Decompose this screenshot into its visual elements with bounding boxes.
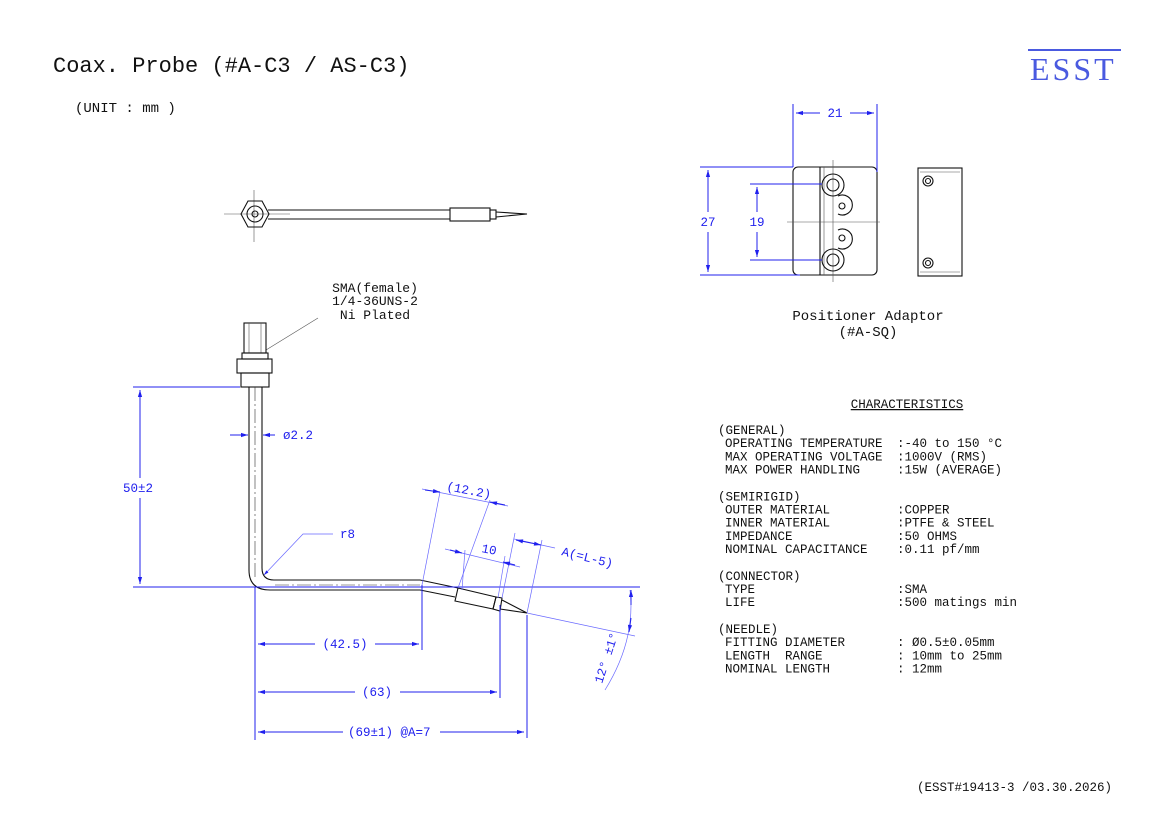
dim-needle: A(=L-5) — [560, 545, 614, 571]
section-heading: (SEMIRIGID) — [718, 490, 801, 504]
dim-fit: 10 — [480, 542, 497, 559]
positioner-adaptor-side — [917, 167, 963, 277]
spec-value: :SMA — [897, 583, 928, 597]
spec-value: :-40 to 150 °C — [897, 437, 1002, 451]
dim-adaptor-height: 27 — [700, 216, 715, 230]
spec-value: : 10mm to 25mm — [897, 649, 1002, 663]
spec-value: :500 matings min — [897, 596, 1017, 610]
callout-line-2: 1/4-36UNS-2 — [332, 294, 418, 309]
spec-label: NOMINAL LENGTH — [725, 663, 830, 677]
spec-label: LIFE — [725, 596, 755, 610]
spec-value: :15W (AVERAGE) — [897, 464, 1002, 478]
section-heading: (GENERAL) — [718, 424, 786, 438]
unit-label: (UNIT : mm ) — [75, 101, 176, 117]
probe-dimensions: 50±2 ø2.2 r8 (42.5) (63) (69±1) @A=7 (12… — [123, 386, 640, 740]
spec-label: MAX OPERATING VOLTAGE — [725, 450, 883, 464]
document-id: (ESST#19413-3 /03.30.2026) — [917, 781, 1112, 795]
positioner-adaptor-front — [787, 160, 880, 282]
callout-line-3: Ni Plated — [340, 308, 410, 323]
logo-text: ESST — [1030, 51, 1117, 87]
probe-top-view — [224, 190, 528, 242]
spec-label: IMPEDANCE — [725, 530, 793, 544]
dim-diameter: ø2.2 — [283, 429, 313, 443]
spec-label: FITTING DIAMETER — [725, 636, 846, 650]
characteristics-table: CHARACTERISTICS (GENERAL)OPERATING TEMPE… — [718, 398, 1017, 677]
spec-value: :COPPER — [897, 504, 950, 518]
connector-callout: SMA(female) 1/4-36UNS-2 Ni Plated — [265, 281, 418, 351]
adaptor-dimensions: 21 27 19 — [700, 104, 878, 276]
dim-hole-pitch: 19 — [749, 216, 764, 230]
spec-value: : Ø0.5±0.05mm — [897, 636, 995, 650]
spec-value: : 12mm — [897, 663, 942, 677]
adaptor-title: Positioner Adaptor — [792, 309, 943, 325]
spec-label: MAX POWER HANDLING — [725, 464, 860, 478]
dim-adaptor-width: 21 — [827, 107, 842, 121]
dim-height: 50±2 — [123, 482, 153, 496]
callout-line-1: SMA(female) — [332, 281, 418, 296]
dim-sleeve: (12.2) — [445, 480, 492, 502]
section-heading: (NEEDLE) — [718, 623, 778, 637]
probe-side-view — [236, 322, 528, 614]
dim-total-length: (69±1) @A=7 — [348, 726, 431, 740]
characteristics-title: CHARACTERISTICS — [851, 398, 964, 412]
page-title: Coax. Probe (#A-C3 / AS-C3) — [53, 54, 409, 79]
spec-value: :PTFE & STEEL — [897, 517, 995, 531]
dim-bend-length: (42.5) — [322, 638, 367, 652]
esst-logo: ESST — [1028, 49, 1121, 87]
spec-value: :50 OHMS — [897, 530, 957, 544]
spec-label: LENGTH RANGE — [725, 649, 823, 663]
dim-sleeve-end: (63) — [362, 686, 392, 700]
spec-value: :0.11 pf/mm — [897, 543, 980, 557]
dim-radius: r8 — [340, 528, 355, 542]
adaptor-part-number: (#A-SQ) — [839, 325, 898, 341]
spec-label: OPERATING TEMPERATURE — [725, 437, 883, 451]
section-heading: (CONNECTOR) — [718, 570, 801, 584]
spec-label: NOMINAL CAPACITANCE — [725, 543, 868, 557]
spec-value: :1000V (RMS) — [897, 450, 987, 464]
spec-label: INNER MATERIAL — [725, 517, 830, 531]
spec-label: TYPE — [725, 583, 755, 597]
spec-label: OUTER MATERIAL — [725, 504, 830, 518]
dim-angle: 12° ±1° — [592, 631, 622, 685]
